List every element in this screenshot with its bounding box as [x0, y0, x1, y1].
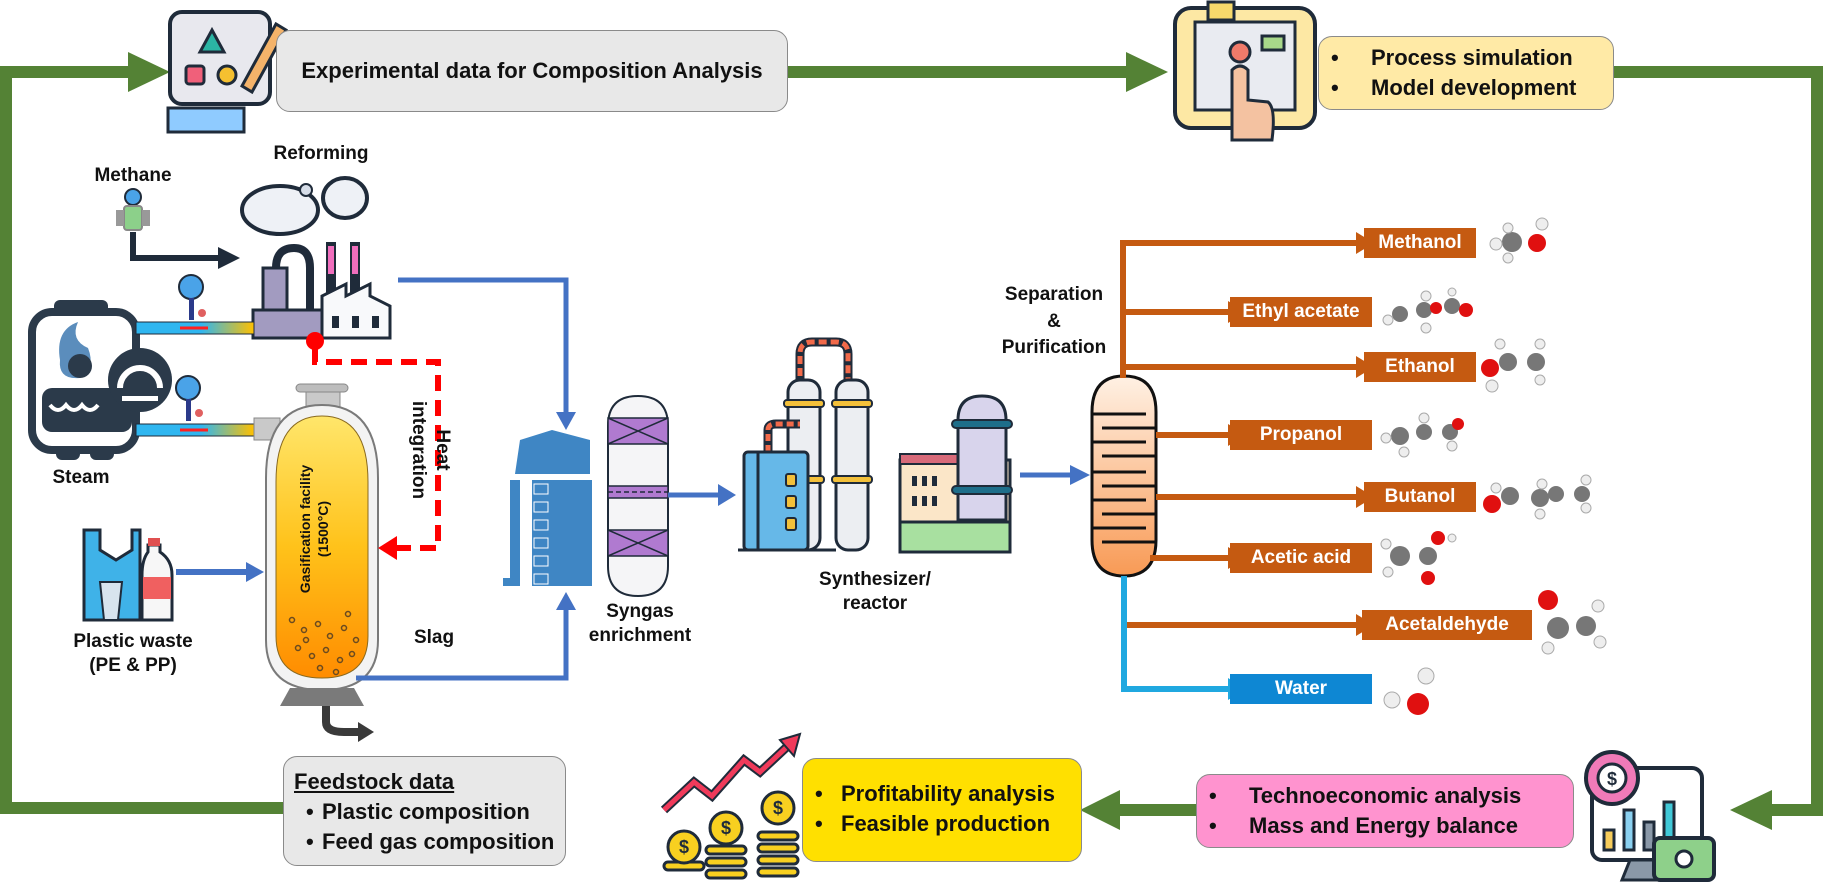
- svg-text:$: $: [773, 798, 783, 818]
- pressure-gauge-icon: [175, 274, 206, 421]
- product-ethyl-acetate: Ethyl acetate: [1230, 297, 1372, 327]
- synthesizer-reactor-icon: [738, 337, 1013, 554]
- gasifier-syngas-arrow: [556, 592, 576, 610]
- distillation-column-icon: [1090, 374, 1158, 578]
- enrichment-to-reactor-arrow: [718, 484, 736, 506]
- reactor-to-separation-arrow: [1070, 465, 1090, 485]
- heat-source-node: [306, 332, 324, 350]
- arrow-into-technoeconomic: [1730, 790, 1772, 830]
- heat-integration-line-2: integration: [408, 400, 430, 500]
- plastic-feed-arrow: [246, 562, 264, 582]
- simulation-item: Model development: [1319, 73, 1613, 103]
- methane-valve-icon: [116, 188, 150, 231]
- plastic-waste-icon: [82, 528, 174, 622]
- experimental-data-text: Experimental data for Composition Analys…: [301, 58, 763, 83]
- technoeconomic-item: Mass and Energy balance: [1197, 811, 1573, 841]
- feedstock-data-box: Feedstock data Plastic composition Feed …: [283, 756, 566, 866]
- acetic-acid-molecule-icon: [1380, 531, 1457, 585]
- syngas-enrichment-label: Syngas enrichment: [580, 600, 700, 648]
- green-loop: [0, 52, 1823, 830]
- blueprint-design-icon: [166, 10, 289, 134]
- syngas-enrichment-icon: [503, 394, 669, 598]
- technoeconomic-item: Technoeconomic analysis: [1197, 781, 1573, 811]
- methane-arrow: [218, 247, 240, 269]
- simulation-item: Process simulation: [1319, 43, 1613, 73]
- syngas-label-line-2: enrichment: [588, 624, 692, 646]
- product-water: Water: [1230, 674, 1372, 704]
- experimental-data-box: Experimental data for Composition Analys…: [276, 30, 788, 112]
- plastic-waste-label: Plastic waste (PE & PP): [58, 630, 208, 678]
- synthesizer-line-1: Synthesizer/: [819, 569, 931, 590]
- plastic-waste-line-2: (PE & PP): [89, 654, 177, 676]
- growth-coins-icon: $ $ $: [660, 732, 802, 880]
- reforming-label: Reforming: [273, 143, 369, 164]
- ethanol-molecule-icon: [1481, 338, 1546, 393]
- heat-integration-line: [312, 348, 441, 551]
- product-acetaldehyde: Acetaldehyde: [1362, 610, 1532, 640]
- steam-boiler-icon: [28, 300, 172, 460]
- technoeconomic-box: Technoeconomic analysis Mass and Energy …: [1196, 774, 1574, 848]
- heat-integration-arrow: [378, 536, 397, 560]
- feedstock-title: Feedstock data: [294, 769, 455, 794]
- synthesizer-line-2: reactor: [842, 592, 908, 614]
- separation-line-3: Purification: [1001, 337, 1107, 359]
- product-methanol: Methanol: [1364, 228, 1476, 258]
- propanol-molecule-icon: [1380, 412, 1464, 458]
- product-propanol: Propanol: [1230, 420, 1372, 450]
- synthesizer-label: Synthesizer/ reactor: [800, 568, 950, 616]
- separation-line-1: Separation: [1004, 284, 1104, 305]
- profitability-item: Profitability analysis: [803, 779, 1081, 809]
- heat-integration-label: Heat integration: [394, 360, 454, 540]
- financial-dashboard-icon: $: [1584, 750, 1716, 882]
- water-molecule-icon: [1383, 667, 1435, 715]
- arrow-into-experimental: [128, 52, 170, 92]
- simulation-box: Process simulation Model development: [1318, 36, 1614, 110]
- acetaldehyde-molecule-icon: [1538, 590, 1607, 655]
- butanol-molecule-icon: [1483, 474, 1592, 520]
- product-ethanol: Ethanol: [1364, 352, 1476, 382]
- svg-text:$: $: [679, 837, 689, 857]
- methanol-molecule-icon: [1489, 217, 1549, 264]
- feedstock-item: Feed gas composition: [294, 827, 565, 857]
- gasifier-vessel-icon: [253, 383, 379, 742]
- arrow-into-profitability: [1080, 790, 1120, 830]
- steam-label: Steam: [52, 467, 110, 488]
- syngas-label-line-1: Syngas: [606, 601, 674, 622]
- profitability-item: Feasible production: [803, 809, 1081, 839]
- water-line: [1121, 576, 1246, 700]
- touchscreen-simulation-icon: [1173, 0, 1317, 142]
- gasifier-label-line-2: (1500°C): [314, 500, 331, 558]
- molecule-icons: [1380, 217, 1607, 715]
- reformer-syngas-line: [398, 277, 569, 414]
- product-butanol: Butanol: [1364, 482, 1476, 512]
- reforming-factory-icon: [240, 176, 392, 340]
- ethyl-acetate-molecule-icon: [1382, 287, 1473, 334]
- methane-line: [130, 232, 220, 261]
- feedstock-item: Plastic composition: [294, 797, 565, 827]
- arrow-into-simulation: [1126, 52, 1168, 92]
- slag-label: Slag: [413, 627, 455, 648]
- gasifier-label: Gasification facility (1500°C): [297, 429, 347, 629]
- reformer-syngas-arrow: [556, 412, 576, 430]
- separation-label: Separation & Purification: [992, 282, 1116, 362]
- separation-line-2: &: [1047, 310, 1061, 332]
- gasifier-syngas-line: [356, 608, 569, 681]
- profitability-box: Profitability analysis Feasible producti…: [802, 758, 1082, 862]
- gasifier-label-line-1: Gasification facility: [297, 464, 313, 594]
- heat-integration-line-1: Heat: [432, 429, 453, 471]
- plastic-waste-line-1: Plastic waste: [73, 631, 193, 652]
- svg-text:$: $: [721, 818, 731, 838]
- svg-text:$: $: [1607, 769, 1617, 789]
- product-acetic-acid: Acetic acid: [1230, 543, 1372, 573]
- methane-label: Methane: [94, 165, 172, 186]
